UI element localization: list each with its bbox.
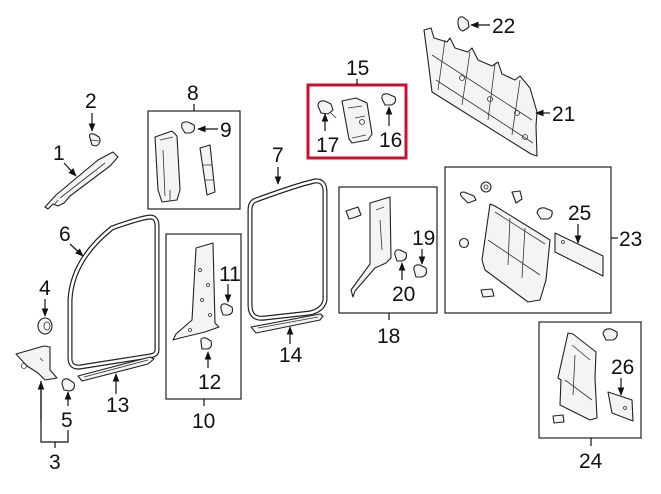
callout-1[interactable]: 1 bbox=[53, 142, 65, 165]
part-13-front-scuff-plate[interactable] bbox=[77, 356, 155, 382]
part-2-clip[interactable] bbox=[88, 133, 101, 147]
part-6-front-door-seal[interactable] bbox=[67, 214, 160, 370]
part-11-clip[interactable] bbox=[220, 303, 234, 316]
callout-4[interactable]: 4 bbox=[39, 277, 51, 300]
callout-24[interactable]: 24 bbox=[579, 450, 603, 473]
callout-25[interactable]: 25 bbox=[568, 202, 591, 225]
callout-13[interactable]: 13 bbox=[106, 394, 129, 417]
callout-23[interactable]: 23 bbox=[619, 228, 642, 251]
part-26-bracket[interactable] bbox=[607, 391, 634, 422]
part-15-trim-bezel[interactable] bbox=[341, 97, 373, 144]
callout-14[interactable]: 14 bbox=[279, 344, 303, 367]
callout-6[interactable]: 6 bbox=[59, 223, 71, 246]
leader-6 bbox=[69, 243, 84, 257]
callout-19[interactable]: 19 bbox=[412, 227, 435, 250]
part-5-clip[interactable] bbox=[61, 378, 76, 392]
callout-3[interactable]: 3 bbox=[49, 451, 61, 474]
callout-2[interactable]: 2 bbox=[85, 90, 97, 113]
part-8-b-pillar-upper-trim[interactable] bbox=[154, 130, 216, 203]
part-3-cowl-side-trim[interactable] bbox=[15, 345, 58, 381]
part-22-clip[interactable] bbox=[457, 16, 470, 32]
callout-22[interactable]: 22 bbox=[492, 15, 515, 38]
part-24-rear-quarter-trim-lower[interactable] bbox=[552, 328, 618, 424]
part-21-rear-panel[interactable] bbox=[423, 27, 538, 157]
leader-1 bbox=[63, 162, 77, 177]
callout-5[interactable]: 5 bbox=[61, 409, 73, 432]
part-7-rear-door-seal[interactable] bbox=[247, 178, 328, 321]
part-9-clip[interactable] bbox=[181, 121, 196, 134]
callout-8[interactable]: 8 bbox=[187, 82, 199, 105]
callout-20[interactable]: 20 bbox=[392, 283, 415, 306]
part-4-grommet[interactable] bbox=[37, 317, 53, 335]
callout-7[interactable]: 7 bbox=[272, 144, 284, 167]
callout-9[interactable]: 9 bbox=[220, 119, 232, 142]
part-20-clip[interactable] bbox=[394, 249, 408, 262]
part-16-clip[interactable] bbox=[381, 93, 397, 106]
callout-26[interactable]: 26 bbox=[611, 356, 634, 379]
part-17-clip[interactable] bbox=[317, 100, 337, 119]
callout-18[interactable]: 18 bbox=[377, 325, 400, 348]
callout-21[interactable]: 21 bbox=[552, 103, 575, 126]
part-18-c-pillar-trim[interactable] bbox=[345, 196, 392, 298]
callout-17[interactable]: 17 bbox=[316, 134, 339, 157]
part-19-clip[interactable] bbox=[413, 264, 428, 278]
group-box-18 bbox=[338, 186, 438, 314]
part-14-rear-scuff-plate[interactable] bbox=[250, 313, 324, 334]
part-10-b-pillar-lower-trim[interactable] bbox=[172, 242, 220, 341]
part-12-clip[interactable] bbox=[200, 337, 213, 350]
group-box-24 bbox=[538, 321, 642, 439]
part-25-panel[interactable] bbox=[554, 232, 604, 277]
group-box-23 bbox=[444, 166, 612, 314]
callout-10[interactable]: 10 bbox=[192, 410, 215, 433]
callout-12[interactable]: 12 bbox=[198, 371, 221, 394]
callout-16[interactable]: 16 bbox=[379, 129, 402, 152]
part-1-a-pillar-trim[interactable] bbox=[44, 151, 119, 210]
callout-11[interactable]: 11 bbox=[219, 263, 241, 286]
part-23-rear-quarter-trim[interactable] bbox=[458, 181, 553, 303]
callout-15[interactable]: 15 bbox=[346, 57, 369, 80]
